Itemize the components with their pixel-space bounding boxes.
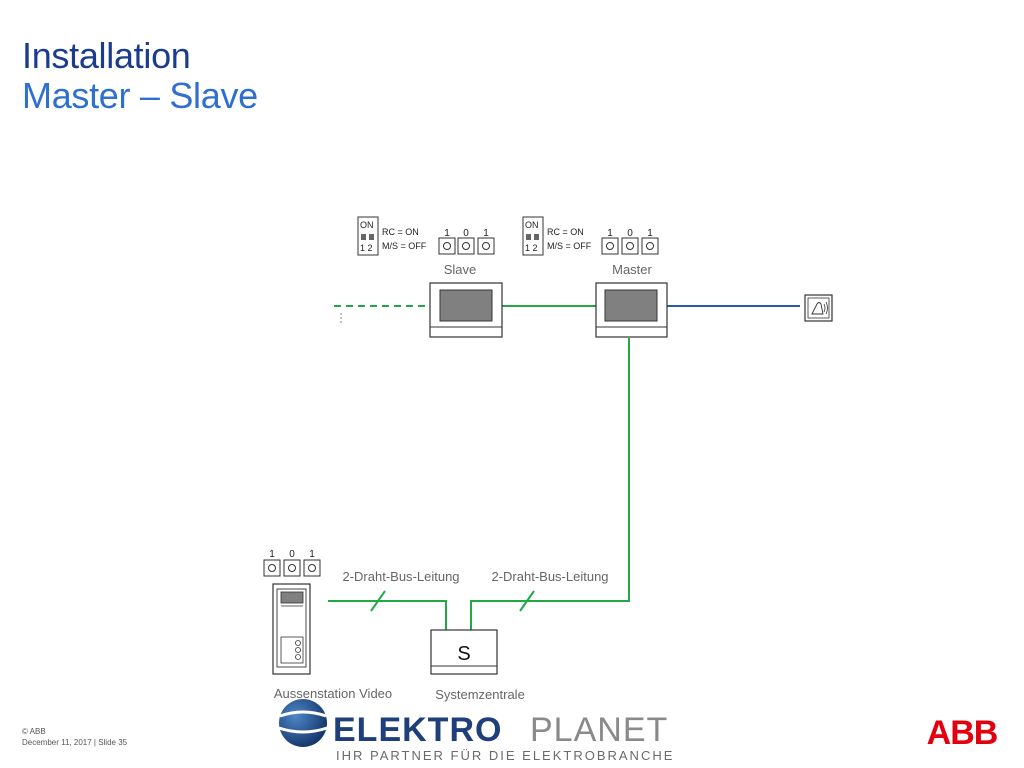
master-monitor-screen	[604, 289, 658, 322]
outdoor-central-bus	[328, 600, 447, 630]
outdoor-station: 1 0 1 Aussenstation Video	[263, 549, 392, 701]
master-dip-numbers: 1 2	[525, 243, 538, 253]
slave-monitor	[429, 282, 503, 338]
footer-date-slide: December 11, 2017 | Slide 35	[22, 738, 128, 747]
bus-slash-right	[519, 590, 535, 612]
footer: © ABB December 11, 2017 | Slide 35	[22, 726, 127, 748]
slave-dip-numbers: 1 2	[360, 243, 373, 253]
abb-logo: ABB	[927, 714, 998, 752]
planet-globe-icon	[279, 699, 327, 747]
central-label: Systemzentrale	[435, 687, 525, 702]
slave-monitor-screen	[439, 289, 493, 322]
master-dip-switch	[522, 216, 544, 256]
master-central-bus	[470, 338, 630, 630]
slave-jumpers	[438, 237, 495, 255]
logo-elektro: ELEKTRO	[333, 711, 502, 749]
outdoor-jumper-label-2: 0	[289, 549, 295, 560]
slave-setting-rc: RC = ON	[382, 227, 419, 237]
chime-device	[804, 294, 833, 322]
bus-left-label: 2-Draht-Bus-Leitung	[342, 569, 459, 584]
master-label: Master	[612, 262, 652, 277]
master-dip-on-label: ON	[525, 220, 539, 230]
slave-jumper-label-3: 1	[483, 228, 489, 239]
slave-settings: ON 1 2 RC = ON M/S = OFF 1 0 1 Slave	[357, 216, 495, 277]
bus-slash-left	[370, 590, 386, 612]
vertical-dots	[340, 313, 342, 323]
slave-jumper-label-1: 1	[444, 228, 450, 239]
outdoor-jumpers	[263, 559, 321, 577]
master-jumper-label-3: 1	[647, 228, 653, 239]
title-line-2: Master – Slave	[22, 75, 258, 116]
title-line-1: Installation	[22, 35, 191, 76]
slave-dip-on-label: ON	[360, 220, 374, 230]
outdoor-camera	[280, 591, 304, 604]
slave-label: Slave	[444, 262, 477, 277]
slave-jumper-label-2: 0	[463, 228, 469, 239]
slave-setting-ms: M/S = OFF	[382, 241, 427, 251]
logo-tagline: IHR PARTNER FÜR DIE ELEKTROBRANCHE	[336, 748, 674, 763]
master-settings: ON 1 2 RC = ON M/S = OFF 1 0 1 Master	[522, 216, 659, 277]
master-monitor	[595, 282, 668, 338]
master-setting-ms: M/S = OFF	[547, 241, 592, 251]
master-jumper-label-1: 1	[607, 228, 613, 239]
bus-wires	[328, 305, 800, 630]
elektroplanet-logo: ELEKTRO PLANET IHR PARTNER FÜR DIE ELEKT…	[278, 699, 674, 763]
slave-dip-switch	[357, 216, 379, 256]
outdoor-jumper-label-1: 1	[269, 549, 275, 560]
outdoor-label: Aussenstation Video	[274, 686, 392, 701]
master-jumper-label-2: 0	[627, 228, 633, 239]
outdoor-jumper-label-3: 1	[309, 549, 315, 560]
master-jumpers	[601, 237, 659, 255]
logo-planet: PLANET	[530, 711, 668, 749]
slide-title: Installation Master – Slave	[22, 36, 258, 116]
master-setting-rc: RC = ON	[547, 227, 584, 237]
system-central: S Systemzentrale	[430, 629, 525, 702]
bus-right-label: 2-Draht-Bus-Leitung	[491, 569, 608, 584]
bell-icon	[811, 302, 824, 315]
footer-copyright: © ABB	[22, 727, 46, 736]
central-symbol: S	[457, 643, 470, 665]
